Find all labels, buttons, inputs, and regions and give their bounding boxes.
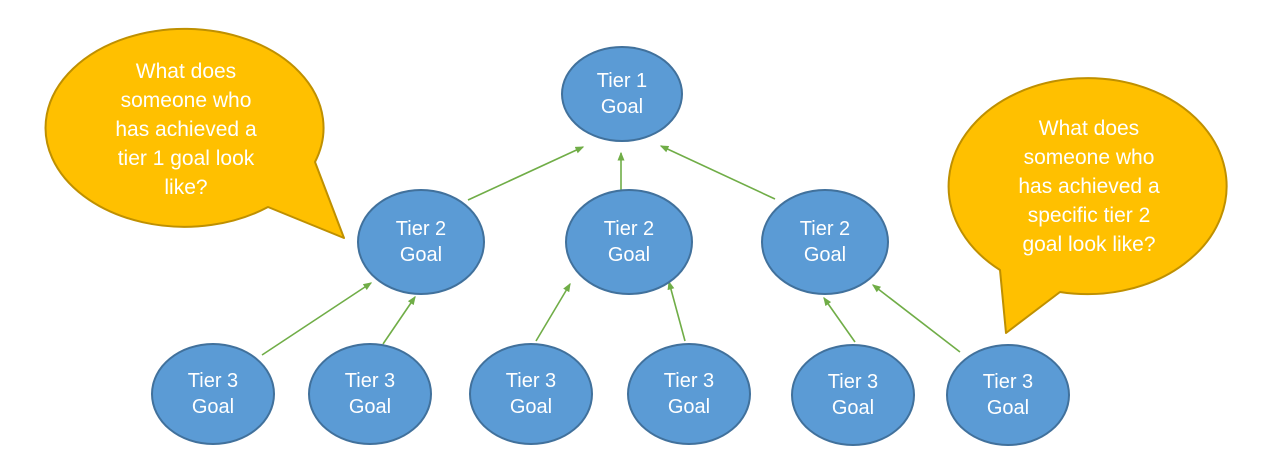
tier3-goal-label-3: Tier 3 Goal (505, 370, 557, 418)
tier3-goal-node-1: Tier 3 Goal (151, 343, 275, 445)
arrow-tier3-3-to-tier2-2 (535, 282, 571, 342)
tier3-goal-label-1: Tier 3 Goal (187, 370, 239, 418)
tier1-goal-label: Tier 1 Goal (596, 70, 648, 118)
callout-right-label: What does someone who has achieved a spe… (1018, 116, 1160, 256)
arrow-tier3-4-to-tier2-2 (667, 280, 686, 342)
tier3-goal-label-4: Tier 3 Goal (663, 370, 715, 418)
tier2-goal-label-3: Tier 2 Goal (799, 218, 851, 266)
speech-bubble-left-text: What does someone who has achieved a tie… (76, 56, 296, 202)
tier3-goal-label-5: Tier 3 Goal (827, 371, 879, 419)
arrow-tier3-6-to-tier2-3 (871, 284, 961, 353)
arrow-tier3-5-to-tier2-3 (823, 296, 856, 343)
arrow-tier2-1-to-tier1 (467, 146, 585, 201)
tier3-goal-node-3: Tier 3 Goal (469, 343, 593, 445)
tier2-goal-node-3: Tier 2 Goal (761, 189, 889, 295)
tier3-goal-node-2: Tier 3 Goal (308, 343, 432, 445)
tier1-goal-node: Tier 1 Goal (561, 46, 683, 142)
tier3-goal-node-4: Tier 3 Goal (627, 343, 751, 445)
speech-bubble-left-shape (44, 27, 345, 239)
arrow-tier3-2-to-tier2-1 (382, 295, 416, 345)
callout-left-label: What does someone who has achieved a tie… (115, 59, 257, 199)
arrow-tier2-3-to-tier1 (659, 145, 776, 200)
tier3-goal-node-5: Tier 3 Goal (791, 344, 915, 446)
arrow-tier3-1-to-tier2-1 (261, 282, 373, 356)
speech-bubble-right-shape (947, 77, 1228, 334)
tier3-goal-label-6: Tier 3 Goal (982, 371, 1034, 419)
tier3-goal-label-2: Tier 3 Goal (344, 370, 396, 418)
tier2-goal-label-1: Tier 2 Goal (395, 218, 447, 266)
tier2-goal-label-2: Tier 2 Goal (603, 218, 655, 266)
speech-bubble-right-text: What does someone who has achieved a spe… (974, 113, 1204, 259)
tier2-goal-node-2: Tier 2 Goal (565, 189, 693, 295)
tier2-goal-node-1: Tier 2 Goal (357, 189, 485, 295)
tier3-goal-node-6: Tier 3 Goal (946, 344, 1070, 446)
